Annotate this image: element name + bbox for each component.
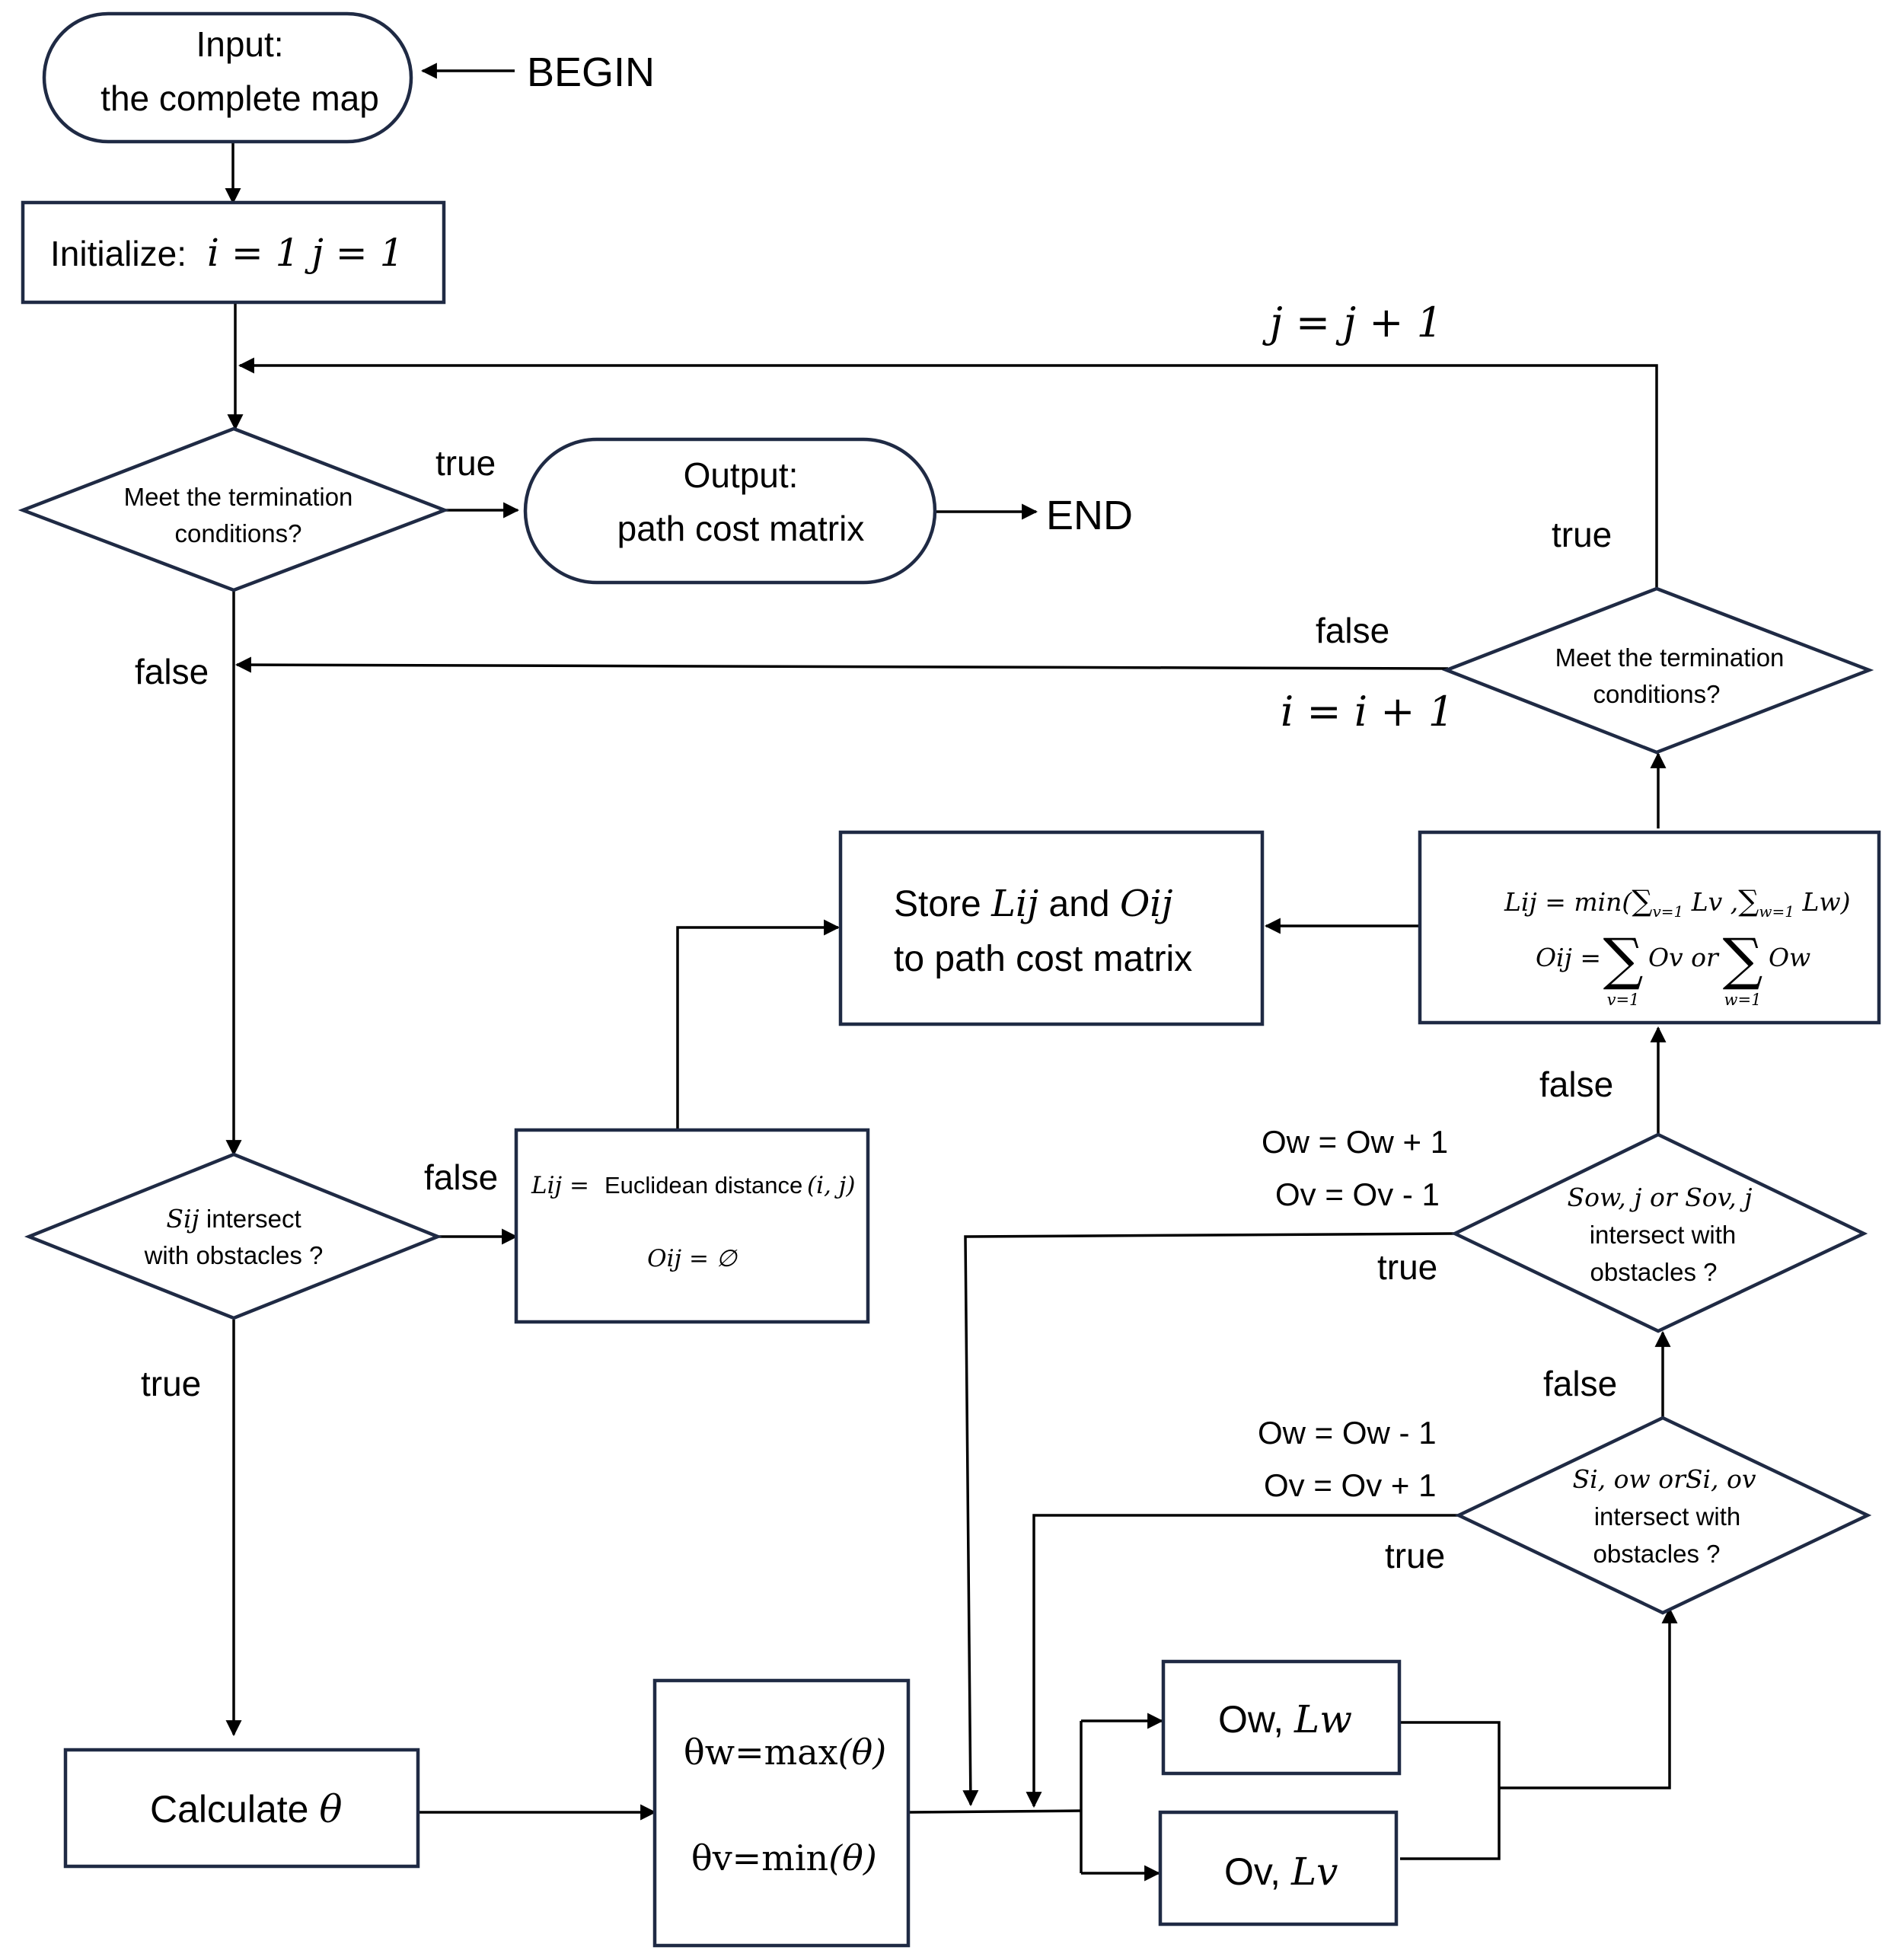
sow-intersect-check: Sow, j or Sov, j intersect with obstacle… [1450, 1132, 1868, 1333]
termination-check-right-line1: Meet the termination [1555, 643, 1785, 672]
sum-w-limit: w=1 [1724, 991, 1762, 1009]
euclid-args: (i, j) [807, 1172, 855, 1199]
true-label-sow: true [1377, 1247, 1437, 1287]
termination-check-top-line2: conditions? [175, 519, 302, 547]
theta-minmax-box: θw=max(θ) θv=min(θ) [652, 1678, 911, 1948]
ow-label: Ow [1769, 943, 1810, 972]
lij-min-formula: Lij = min(∑v=1 Lv ,∑w=1 Lw) [1504, 884, 1851, 921]
false-label-left: false [135, 652, 209, 691]
arrow-euclid-to-store [676, 919, 841, 1130]
store-line1: Store Lij and Oij [894, 883, 1173, 925]
initialize-box: Initialize: i = 1 j = 1 [21, 200, 446, 305]
min-formula-box: Lij = min(∑v=1 Lv ,∑w=1 Lw) Oij = ∑ v=1 … [1418, 830, 1881, 1025]
ow-lw-box: Ow, Lw [1161, 1659, 1402, 1776]
arrow-sow-true-loop [962, 1232, 1456, 1807]
sij-check-line2: with obstacles ? [144, 1241, 324, 1269]
euclidean-box: Lij = Euclidean distance (i, j) Oij = ∅ [514, 1128, 870, 1324]
theta-v-min: θv=min(θ) [691, 1837, 877, 1879]
ov-minus-label: Ov = Ov - 1 [1275, 1176, 1440, 1212]
initialize-math: i = 1 j = 1 [207, 231, 404, 275]
input-terminal: Input: the complete map [42, 11, 413, 144]
sum-v-limit: v=1 [1607, 991, 1640, 1009]
arrow-merge-si [1499, 1607, 1678, 1789]
true-label-right: true [1552, 515, 1612, 554]
connectors [225, 62, 1678, 1882]
j-increment-label: j = j + 1 [1262, 298, 1443, 346]
begin-label: BEGIN [527, 49, 655, 95]
ov-lv-box: Ov, Lv [1158, 1810, 1399, 1926]
ow-lw-label: Ow, Lw [1218, 1697, 1352, 1741]
store-line2: to path cost matrix [894, 939, 1192, 979]
false-label-right: false [1316, 611, 1389, 650]
calculate-theta-box: Calculate θ [63, 1748, 420, 1869]
false-label-euclid: false [424, 1157, 498, 1197]
ov-lv-label: Ov, Lv [1224, 1850, 1338, 1894]
end-label: END [1046, 493, 1133, 538]
true-label-top: true [435, 443, 496, 483]
ow-plus-label: Ow = Ow + 1 [1262, 1124, 1448, 1160]
termination-check-right-line2: conditions? [1593, 680, 1721, 708]
true-label-sij: true [141, 1364, 201, 1403]
arrow-i-increment-loop [234, 656, 1449, 673]
oij-label: Oij = [1536, 943, 1601, 972]
theta-w-max: θw=max(θ) [684, 1732, 886, 1773]
termination-check-top-line1: Meet the termination [124, 483, 353, 511]
output-label: Output: [684, 455, 799, 495]
line-ow-merge [1396, 1721, 1501, 1860]
termination-check-top: Meet the termination conditions? [18, 426, 450, 592]
sij-check-line1: Sij intersect [166, 1204, 301, 1234]
si-check-line2: intersect with [1594, 1502, 1741, 1531]
output-terminal: Output: path cost matrix [523, 437, 937, 585]
sum-w-symbol: ∑ [1723, 927, 1763, 992]
true-label-si: true [1385, 1536, 1445, 1575]
input-label: Input: [196, 24, 283, 64]
si-check-line1: Si, ow orSi, ov [1572, 1464, 1756, 1494]
sij-intersect-check: Sij intersect with obstacles ? [24, 1152, 443, 1320]
termination-check-right: Meet the termination conditions? [1441, 586, 1874, 755]
euclid-oij: Oij = ∅ [647, 1245, 738, 1272]
si-intersect-check: Si, ow orSi, ov intersect with obstacles… [1454, 1416, 1872, 1615]
input-map-label: the complete map [100, 78, 379, 118]
arrow-j-increment-loop [238, 357, 1658, 589]
false-label-store: false [1539, 1065, 1613, 1104]
i-increment-label: i = i + 1 [1281, 688, 1454, 736]
sum-v-symbol: ∑ [1603, 927, 1644, 992]
sow-check-line1: Sow, j or Sov, j [1567, 1183, 1752, 1212]
arrow-si-true-loop [1026, 1514, 1459, 1808]
euclid-text: Euclidean distance [604, 1172, 802, 1199]
line-theta-out [908, 1809, 1082, 1814]
ow-minus-label: Ow = Ow - 1 [1258, 1415, 1437, 1451]
store-box: Store Lij and Oij to path cost matrix [838, 830, 1265, 1026]
calculate-label: Calculate θ [150, 1787, 342, 1831]
sow-check-line3: obstacles ? [1590, 1258, 1718, 1286]
ov-plus-label: Ov = Ov + 1 [1264, 1467, 1436, 1503]
output-matrix-label: path cost matrix [617, 509, 865, 548]
false-label-si: false [1543, 1364, 1617, 1403]
euclid-lij: Lij = [531, 1172, 589, 1199]
sow-check-line2: intersect with [1590, 1221, 1737, 1249]
ov-or-label: Ov or [1648, 943, 1720, 972]
initialize-label: Initialize: [50, 234, 187, 273]
si-check-line3: obstacles ? [1593, 1540, 1721, 1568]
